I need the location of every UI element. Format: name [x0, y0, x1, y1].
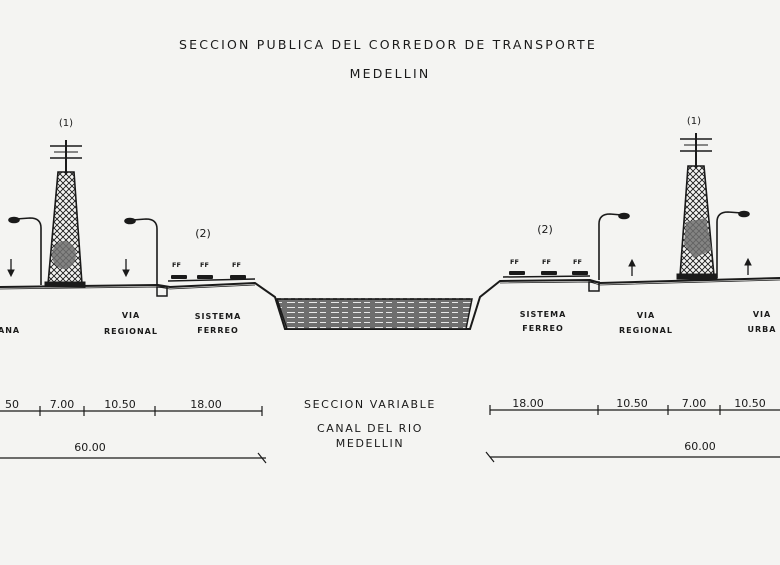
ff-label-right-2: FF [542, 258, 551, 266]
via-urbana-left-label: ANA [0, 326, 20, 335]
street-lamp-left-2 [124, 217, 158, 285]
dimension-line-left [0, 406, 263, 416]
marker-2-right: (2) [537, 223, 553, 236]
via-regional-right-bottom: REGIONAL [619, 326, 673, 335]
via-regional-left-top: VIA [122, 311, 140, 320]
marker-1-right: (1) [687, 116, 701, 127]
dim-right-1: 18.00 [512, 397, 544, 410]
total-dim-left: 60.00 [74, 441, 106, 454]
ff-label-right-1: FF [510, 258, 519, 266]
arrow-up-right-2 [744, 257, 752, 275]
marker-2-left: (2) [195, 227, 211, 240]
dim-left-1: 50 [5, 398, 19, 411]
canal-label-line-2: MEDELLIN [336, 437, 404, 450]
drain-box-left [156, 286, 168, 297]
canal-label-line-1: CANAL DEL RIO [317, 422, 423, 435]
dim-right-2: 10.50 [616, 397, 648, 410]
street-lamp-right-2 [716, 210, 750, 278]
dim-left-3: 10.50 [104, 398, 136, 411]
drain-box-right [588, 281, 600, 292]
ff-label-left-2: FF [200, 261, 209, 269]
arrow-down-left-1 [7, 259, 15, 278]
ff-label-left-1: FF [172, 261, 181, 269]
via-regional-right-top: VIA [637, 311, 655, 320]
ff-label-right-3: FF [573, 258, 582, 266]
street-lamp-left-1 [8, 216, 42, 285]
total-dimension-left [0, 452, 267, 464]
river-channel [275, 298, 473, 330]
via-urbana-right-bottom: URBA [748, 325, 777, 334]
sistema-ferreo-left-bottom: FERREO [197, 326, 239, 335]
total-dim-right: 60.00 [684, 440, 716, 453]
sistema-ferreo-right-bottom: FERREO [522, 324, 564, 333]
arrow-up-right-1 [628, 258, 636, 276]
via-urbana-right-top: VIA [753, 310, 771, 319]
dim-left-4: 18.00 [190, 398, 222, 411]
title-line-2: MEDELLIN [350, 66, 431, 81]
rail-system-right [502, 271, 591, 278]
dim-left-2: 7.00 [50, 398, 75, 411]
total-dimension-right [485, 451, 780, 463]
transmission-tower-right [676, 133, 718, 280]
sistema-ferreo-right-top: SISTEMA [520, 310, 567, 319]
dim-right-3: 7.00 [682, 397, 707, 410]
arrow-down-left-2 [122, 259, 130, 278]
seccion-variable-label: SECCION VARIABLE [304, 398, 436, 411]
title-line-1: SECCION PUBLICA DEL CORREDOR DE TRANSPOR… [179, 37, 597, 52]
rail-system-left [167, 275, 256, 282]
transmission-tower-left [44, 140, 86, 288]
ff-label-left-3: FF [232, 261, 241, 269]
dimension-line-right [489, 405, 780, 415]
marker-1-left: (1) [59, 118, 73, 129]
via-regional-left-bottom: REGIONAL [104, 327, 158, 336]
street-lamp-right-1 [598, 212, 630, 280]
dim-right-4: 10.50 [734, 397, 766, 410]
sistema-ferreo-left-top: SISTEMA [195, 312, 242, 321]
